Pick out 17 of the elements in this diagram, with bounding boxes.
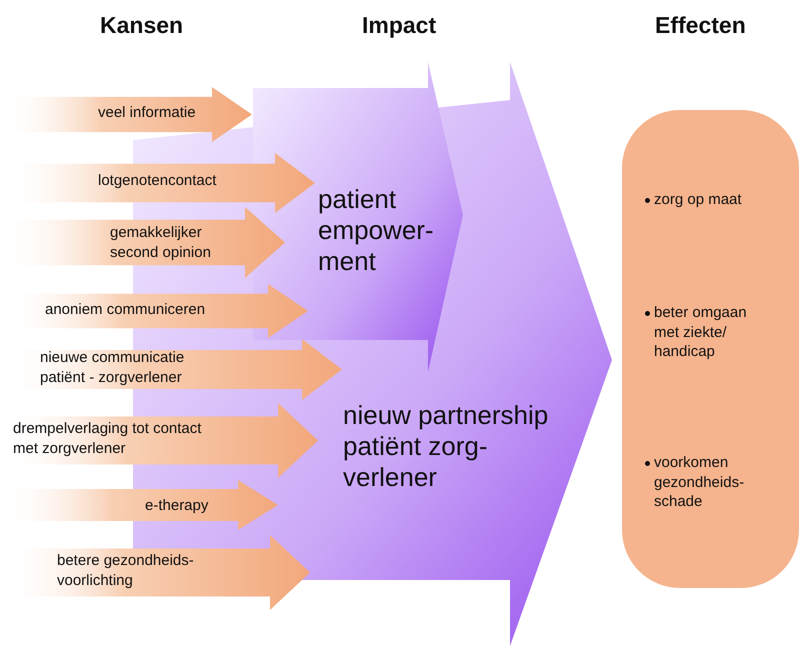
opportunity-text: e-therapy — [145, 496, 210, 516]
effect-panel — [622, 110, 799, 588]
opportunity-text: lotgenotencontact — [98, 171, 218, 190]
opportunity-text: gemakkelijker second opinion — [110, 223, 212, 262]
column-heading: Effecten — [655, 12, 746, 39]
effect-text: voorkomen gezondheids- schade — [654, 453, 746, 512]
column-heading: Impact — [362, 12, 436, 39]
effect-text: beter omgaan met ziekte/ handicap — [654, 303, 748, 362]
opportunity-text: nieuwe communicatie patiënt - zorgverlener — [40, 348, 186, 387]
opportunity-text: betere gezondheids- voorlichting — [57, 551, 195, 590]
opportunity-text: drempelverlaging tot contact met zorgverlener — [13, 419, 202, 458]
impact-text: nieuw partnership patiënt zorg- verlener — [343, 400, 550, 494]
effect-text: zorg op maat — [654, 190, 742, 210]
opportunity-text: veel informatie — [98, 103, 197, 122]
impact-text: patient empower- ment — [318, 184, 435, 278]
opportunity-text: anoniem communiceren — [45, 300, 206, 320]
column-heading: Kansen — [100, 12, 184, 39]
